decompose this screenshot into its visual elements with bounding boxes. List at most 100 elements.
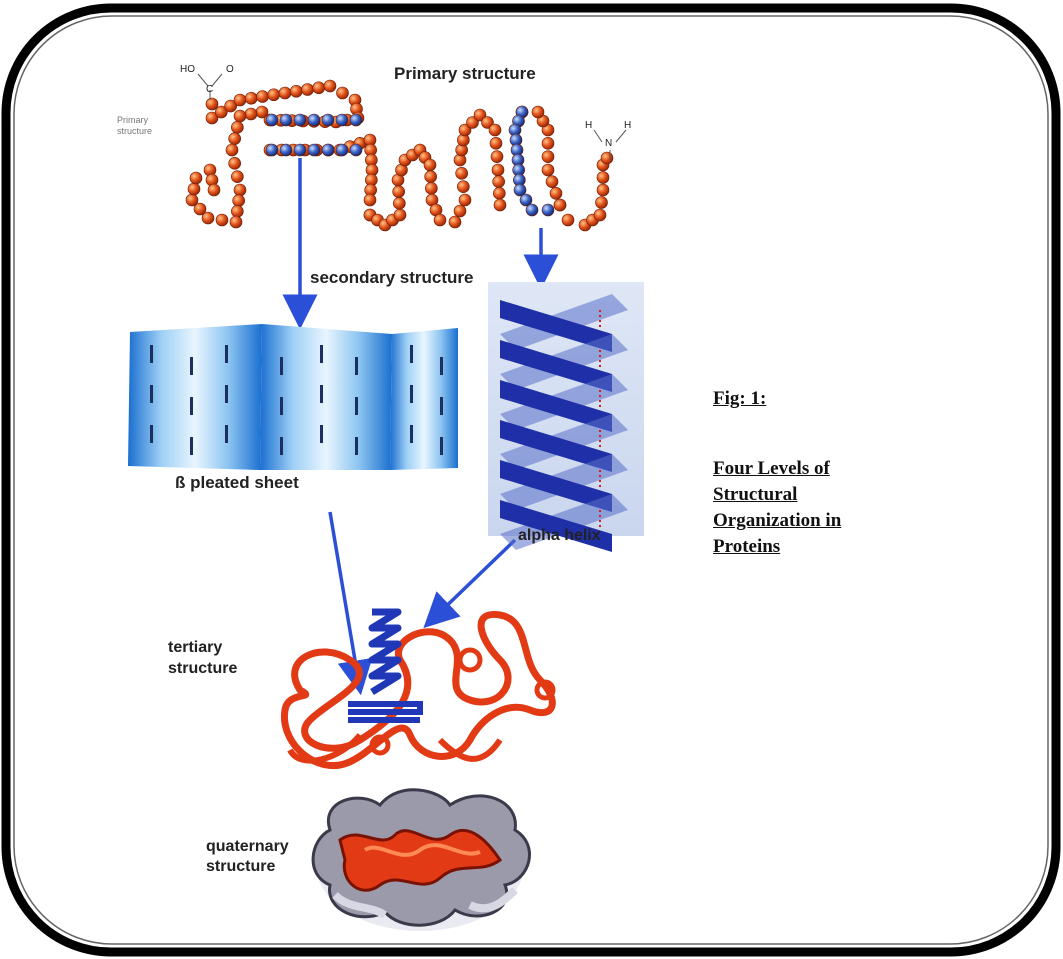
carboxyl-ho-label: HO	[180, 64, 195, 75]
amino-acid-bead	[229, 133, 241, 145]
amino-acid-bead	[324, 80, 336, 92]
amino-acid-bead	[542, 137, 554, 149]
amino-acid-bead	[597, 172, 609, 184]
amino-acid-bead	[489, 124, 501, 136]
amino-acid-bead	[601, 152, 613, 164]
amino-acid-bead	[491, 151, 503, 163]
amino-acid-bead	[550, 187, 562, 199]
amino-acid-bead	[434, 214, 446, 226]
amino-acid-bead	[245, 92, 257, 104]
amino-h2-label: H	[624, 120, 631, 131]
amino-acid-bead	[493, 176, 505, 188]
carboxyl-o-label: O	[226, 64, 234, 75]
arrow-helix-to-tertiary	[436, 540, 515, 616]
tertiary-label-line1: tertiary	[168, 639, 222, 657]
amino-acid-bead	[229, 157, 241, 169]
amino-acid-bead	[546, 176, 558, 188]
amino-acid-bead	[280, 144, 292, 156]
amino-acid-bead	[449, 216, 461, 228]
amino-acid-bead	[336, 114, 348, 126]
amino-acid-bead	[542, 151, 554, 163]
amino-acid-bead	[424, 159, 436, 171]
amino-acid-bead	[206, 98, 218, 110]
amino-n-label: N	[605, 138, 612, 149]
amino-acid-bead	[234, 94, 246, 106]
amino-acid-bead	[532, 106, 544, 118]
quaternary-label-line2: structure	[206, 858, 275, 876]
amino-acid-bead	[493, 187, 505, 199]
amino-acid-bead	[425, 171, 437, 183]
amino-acid-bead	[234, 110, 246, 122]
amino-acid-bead	[208, 184, 220, 196]
amino-acid-bead	[268, 89, 280, 101]
amino-acid-bead	[393, 197, 405, 209]
amino-acid-bead	[233, 195, 245, 207]
amino-acid-bead	[186, 194, 198, 206]
amino-acid-bead	[190, 172, 202, 184]
quaternary-label-line1: quaternary	[206, 838, 289, 856]
amino-acid-bead	[322, 144, 334, 156]
amino-acid-bead	[456, 167, 468, 179]
amino-acid-bead	[308, 144, 320, 156]
amino-acid-bead	[266, 114, 278, 126]
primary-small-label-line2: structure	[117, 126, 152, 136]
amino-acid-bead	[393, 186, 405, 198]
amino-acid-bead	[494, 199, 506, 211]
amino-acid-bead	[308, 114, 320, 126]
amino-acid-bead	[542, 164, 554, 176]
amino-acid-bead	[596, 197, 608, 209]
amino-acid-bead	[302, 84, 314, 96]
amino-acid-bead	[266, 144, 278, 156]
amino-acid-bead	[294, 114, 306, 126]
amino-acid-bead	[597, 184, 609, 196]
beta-sheet-label: ß pleated sheet	[175, 473, 299, 493]
secondary-structure-label: secondary structure	[310, 268, 473, 288]
amino-acid-bead	[294, 144, 306, 156]
amino-acid-bead	[256, 106, 268, 118]
amino-acid-bead	[350, 144, 362, 156]
amino-acid-bead	[459, 194, 471, 206]
amino-acid-bead	[554, 199, 566, 211]
tertiary-structure-model	[284, 612, 553, 766]
quaternary-structure-model	[313, 790, 529, 931]
amino-acid-bead	[322, 114, 334, 126]
amino-acid-bead	[234, 184, 246, 196]
amino-acid-bead	[337, 87, 349, 99]
primary-structure-label: Primary structure	[394, 64, 536, 84]
amino-acid-bead	[490, 137, 502, 149]
amino-acid-bead	[425, 182, 437, 194]
amino-acid-bead	[492, 164, 504, 176]
amino-acid-bead	[594, 209, 606, 221]
caption-line-2: Structural	[713, 483, 797, 507]
carboxyl-c-label: C	[206, 84, 213, 95]
caption-line-3: Organization in	[713, 509, 841, 533]
beta-pleated-sheet	[128, 324, 458, 470]
alpha-helix-label: alpha helix	[518, 527, 601, 545]
caption-line-1: Four Levels of	[713, 457, 830, 481]
amino-acid-bead	[216, 214, 228, 226]
alpha-helix	[488, 282, 644, 552]
amino-acid-bead	[226, 144, 238, 156]
figure-number: Fig: 1:	[713, 387, 766, 411]
amino-acid-bead	[245, 108, 257, 120]
amino-acid-bead	[526, 204, 538, 216]
amino-acid-bead	[336, 144, 348, 156]
amino-acid-bead	[231, 171, 243, 183]
amino-acid-bead	[364, 194, 376, 206]
amino-acid-bead	[454, 205, 466, 217]
primary-small-label-line1: Primary	[117, 115, 148, 125]
tertiary-label-line2: structure	[168, 660, 237, 678]
amino-acid-bead	[280, 114, 292, 126]
amino-acid-bead	[350, 114, 362, 126]
amino-acid-bead	[457, 181, 469, 193]
amino-h1-label: H	[585, 120, 592, 131]
caption-line-4: Proteins	[713, 535, 780, 559]
amino-acid-bead	[257, 91, 269, 103]
amino-acid-bead	[562, 214, 574, 226]
amino-acid-bead	[231, 121, 243, 133]
amino-acid-bead	[313, 82, 325, 94]
amino-acid-bead	[290, 85, 302, 97]
amino-acid-bead	[394, 209, 406, 221]
amino-acid-bead	[230, 216, 242, 228]
